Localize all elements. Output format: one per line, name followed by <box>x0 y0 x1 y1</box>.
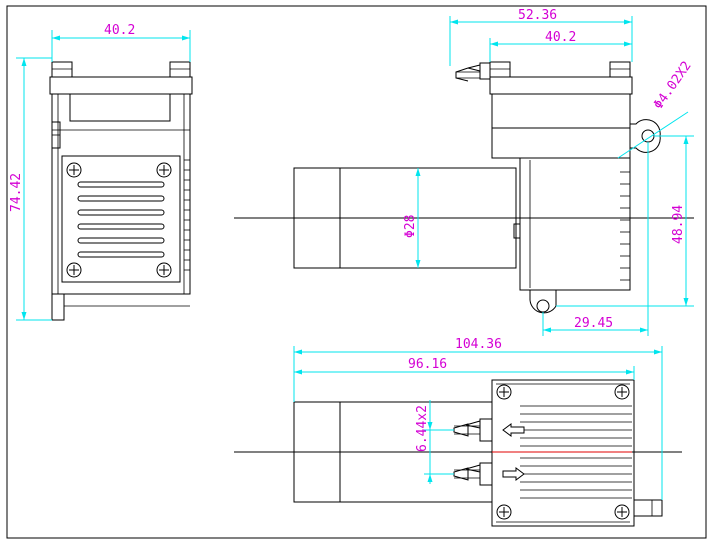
dim-label-total-width: 52.36 <box>518 8 557 23</box>
screw-icon <box>496 384 512 400</box>
dim-body-length: 96.16 <box>294 357 635 380</box>
dim-body-width: 40.2 <box>489 30 632 62</box>
dim-label-hole-spacing: 48.94 <box>671 205 686 244</box>
top-view-fins <box>492 405 632 499</box>
dim-hole-spacing: 48.94 <box>556 135 694 307</box>
screw-icon <box>156 162 172 178</box>
side-serrations <box>620 171 630 281</box>
dim-label-left-height: 74.42 <box>9 173 24 212</box>
dim-label-port-spacing: 6.44x2 <box>415 405 430 452</box>
dim-hole-offset: 29.45 <box>542 142 649 336</box>
dim-overall-length: 104.36 <box>293 337 663 500</box>
screw-icon <box>496 504 512 520</box>
dim-left-width: 40.2 <box>51 23 191 62</box>
dim-label-hole-offset: 29.45 <box>574 316 613 331</box>
screw-icon <box>156 262 172 278</box>
dim-motor-diameter: Φ28 <box>403 168 421 268</box>
screw-icon <box>66 262 82 278</box>
top-view <box>234 379 682 527</box>
flow-arrow-left-icon <box>502 423 525 437</box>
left-end-view <box>49 61 193 321</box>
dim-left-height: 74.42 <box>9 57 52 321</box>
left-view-serrations <box>184 159 190 271</box>
dim-label-overall-length: 104.36 <box>455 337 502 352</box>
dim-label-body-length: 96.16 <box>408 357 447 372</box>
port-lower <box>453 462 493 486</box>
flow-arrow-right-icon <box>502 467 525 481</box>
mount-hole-bottom <box>536 299 550 313</box>
dim-label-left-width: 40.2 <box>104 23 135 38</box>
face-plate <box>61 155 181 283</box>
screw-icon <box>614 504 630 520</box>
screw-icon <box>614 384 630 400</box>
pump-head-plate <box>491 379 635 527</box>
hose-barb <box>455 62 491 82</box>
dim-port-spacing: 6.44x2 <box>415 400 454 484</box>
dim-label-body-width: 40.2 <box>545 30 576 45</box>
dim-total-width: 52.36 <box>449 8 633 66</box>
dim-label-motor-diameter: Φ28 <box>403 215 418 238</box>
port-upper <box>453 418 493 442</box>
side-view <box>234 61 694 314</box>
dim-label-hole-diameter: Φ4.02X2 <box>651 59 695 112</box>
cooling-fins <box>77 181 165 258</box>
screw-icon <box>66 162 82 178</box>
drawing-frame <box>6 5 707 539</box>
